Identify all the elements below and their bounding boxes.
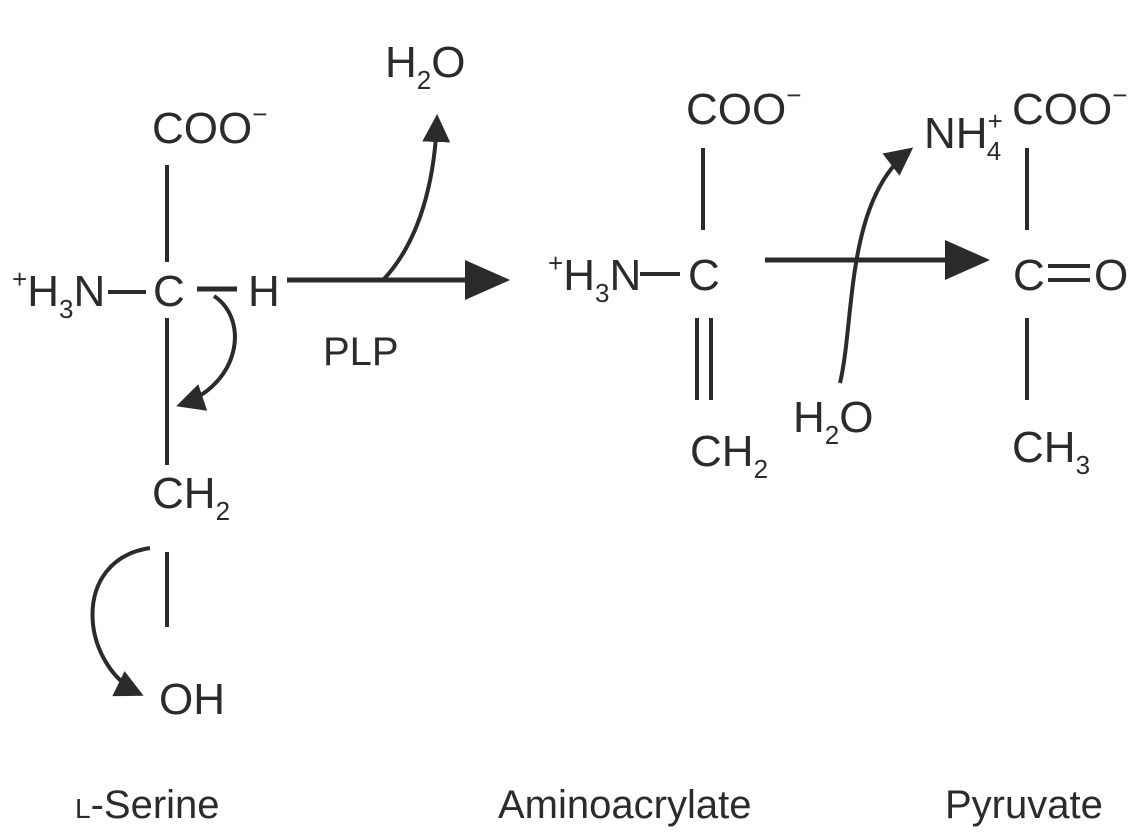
- serine-alpha-carbon: C: [153, 267, 185, 316]
- serine-electron-push-arrow-1: [176, 294, 237, 411]
- step1-cofactor-label: PLP: [323, 330, 399, 374]
- step2-water: H2O: [793, 393, 873, 450]
- pyruvate-methyl: CH3: [1012, 423, 1090, 480]
- step1-water: H2O: [385, 38, 465, 95]
- step2-ammonium: NH+4: [924, 106, 1003, 166]
- pyruvate-label: Pyruvate: [945, 783, 1103, 827]
- serine-methylene: CH2: [152, 469, 230, 526]
- serine-electron-push-arrow-2: [90, 546, 151, 697]
- serine-hydrogen: H: [248, 267, 280, 316]
- step2-reaction-arrow-group: H2O NH+4: [765, 106, 1003, 450]
- aminoacrylate-methylene: CH2: [690, 427, 768, 484]
- pyruvate-carboxylate: COO−: [1012, 80, 1127, 134]
- aminoacrylate-carboxylate: COO−: [686, 80, 801, 134]
- step1-reaction-arrow-group: H2O PLP: [287, 38, 510, 374]
- serine-amine-group: +H3N: [12, 264, 105, 324]
- aminoacrylate-alpha-carbon: C: [688, 251, 720, 300]
- serine-hydroxyl: OH: [159, 675, 225, 724]
- aminoacrylate-label: Aminoacrylate: [498, 783, 751, 827]
- aminoacrylate-structure: COO− +H3N C CH2 Aminoacrylate: [498, 80, 801, 827]
- serine-label: L-Serine: [75, 783, 220, 827]
- step1-water-release-arrow: [382, 114, 451, 281]
- serine-structure: COO− +H3N C H CH2 OH L-Serine: [12, 99, 280, 827]
- pyruvate-oxygen: O: [1094, 251, 1128, 300]
- pyruvate-structure: COO− C O CH3 Pyruvate: [945, 80, 1128, 827]
- aminoacrylate-amine-group: +H3N: [548, 248, 641, 308]
- step2-ammonium-release-arrow: [838, 147, 914, 384]
- pyruvate-carbonyl-carbon: C: [1013, 251, 1045, 300]
- serine-carboxylate: COO−: [152, 99, 267, 153]
